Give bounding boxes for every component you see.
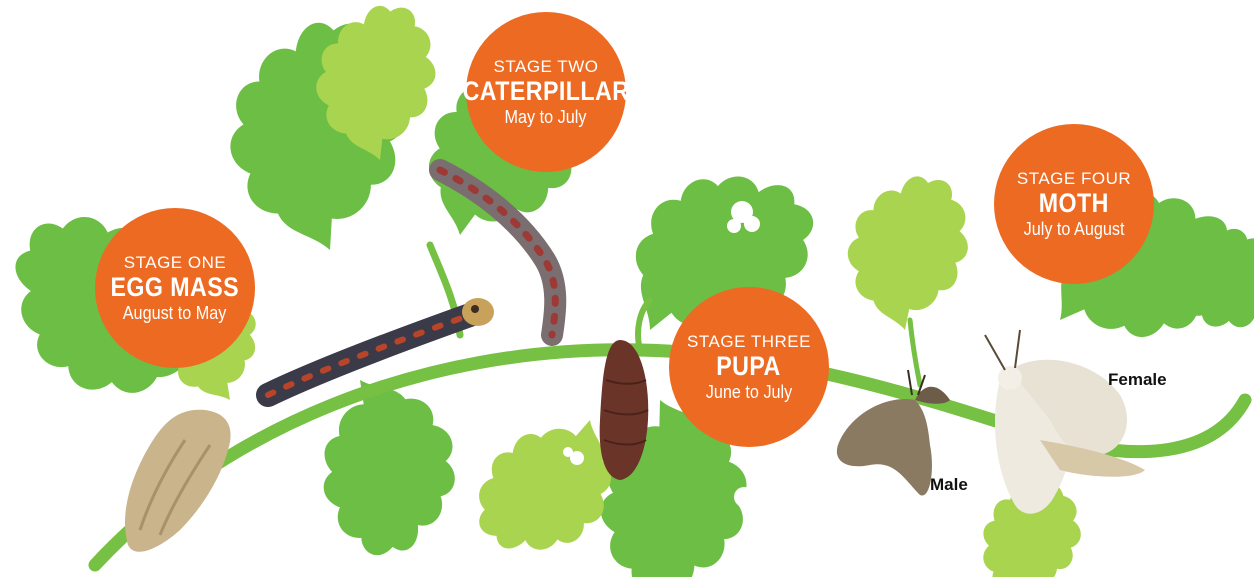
female-label: Female [1108,370,1167,390]
stage-four-period: July to August [1024,219,1125,239]
stage-three-name: PUPA [717,351,782,381]
stage-one-name: EGG MASS [111,272,240,302]
stage-one-number: STAGE ONE [124,253,226,272]
stage-four-badge: STAGE FOUR MOTH July to August [994,124,1154,284]
stage-two-badge: STAGE TWO CATERPILLAR May to July [466,12,626,172]
female-moth-icon [985,330,1145,514]
stage-three-badge: STAGE THREE PUPA June to July [669,287,829,447]
stage-two-number: STAGE TWO [494,57,599,76]
stage-four-number: STAGE FOUR [1017,169,1131,188]
stage-two-period: May to July [505,107,587,127]
stage-three-period: June to July [706,382,792,402]
male-label: Male [930,475,968,495]
stage-two-name: CATERPILLAR [463,76,630,106]
stage-three-number: STAGE THREE [687,332,811,351]
stage-four-name: MOTH [1039,188,1109,218]
egg-mass-icon [125,410,231,552]
stage-one-badge: STAGE ONE EGG MASS August to May [95,208,255,368]
stage-one-period: August to May [123,303,227,323]
